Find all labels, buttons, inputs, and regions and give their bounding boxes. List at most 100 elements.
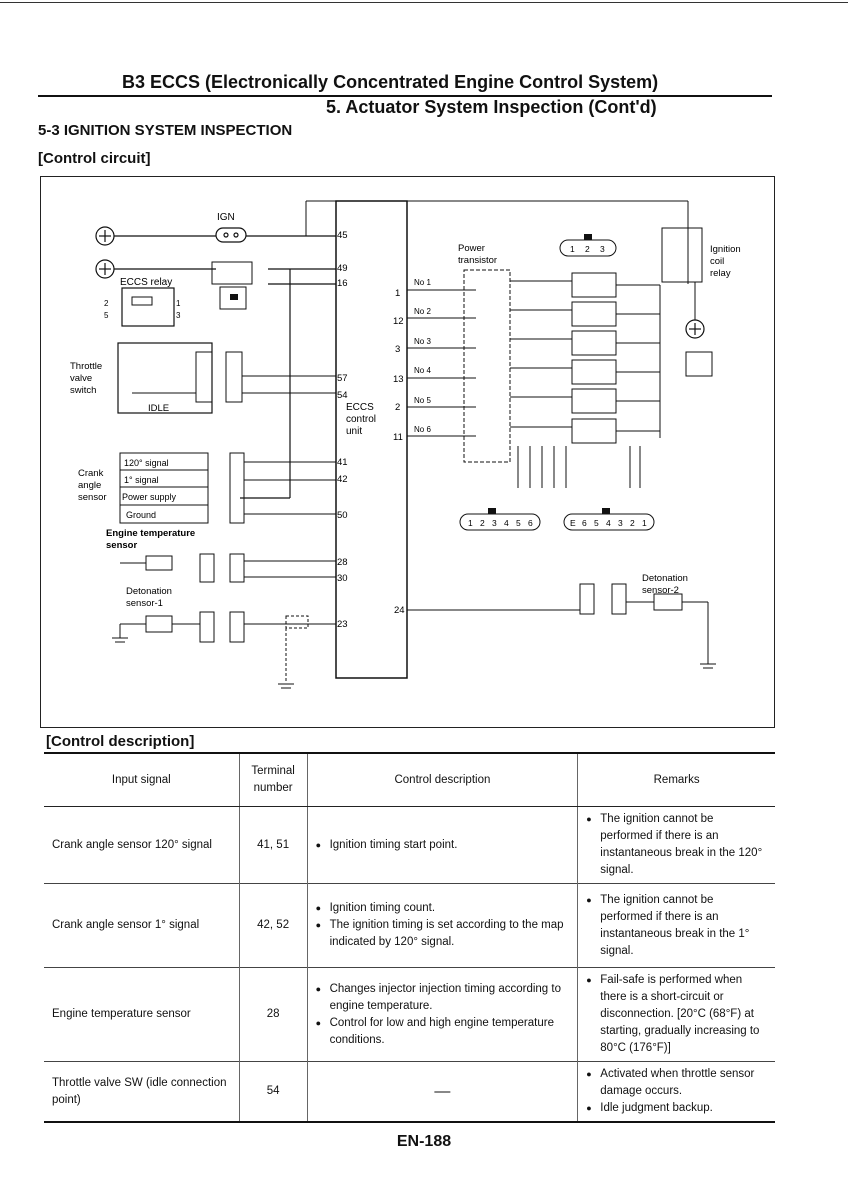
throttle-label-1: Throttle <box>70 361 102 372</box>
input-signal: Crank angle sensor 1° signal <box>52 919 200 931</box>
connector-b: E 6 5 4 3 2 1 <box>570 518 647 528</box>
svg-text:5: 5 <box>516 518 521 528</box>
eccs-unit-label-2: control <box>346 414 376 425</box>
crank-label-1: Crank <box>78 468 104 479</box>
svg-text:3: 3 <box>395 344 400 355</box>
title-rule <box>38 95 772 97</box>
eccs-unit-label-3: unit <box>346 426 362 437</box>
left-terminals: 45 49 16 57 54 41 42 50 28 30 23 <box>337 230 348 630</box>
col-input-signal: Input signal <box>44 753 240 807</box>
col-remarks: Remarks <box>577 753 775 807</box>
svg-text:23: 23 <box>337 619 348 630</box>
det1-label-2: sensor-1 <box>126 598 163 609</box>
table-header-row: Input signal Terminal number Control des… <box>44 753 775 807</box>
svg-text:4: 4 <box>504 518 509 528</box>
control-circuit-heading: [Control circuit] <box>38 150 151 167</box>
control-description-heading: [Control description] <box>46 733 195 750</box>
svg-text:1: 1 <box>395 288 400 299</box>
top-rule <box>0 2 848 3</box>
table-row: Throttle valve SW (idle connection point… <box>44 1061 775 1122</box>
right-terminals: 1 12 3 13 2 11 24 <box>393 288 405 616</box>
coil-names: No 1 No 2 No 3 No 4 No 5 No 6 <box>414 278 431 434</box>
ign-coil-relay-label-3: relay <box>710 268 731 279</box>
control-item: The ignition timing is set according to … <box>316 917 570 951</box>
svg-text:No 4: No 4 <box>414 366 431 375</box>
throttle-label-3: switch <box>70 385 96 396</box>
control-item: Ignition timing count. <box>316 900 570 917</box>
wiring-diagram: ECCS control unit 45 49 16 57 54 41 42 5… <box>40 176 775 728</box>
crank-label-2: angle <box>78 480 101 491</box>
remark-item: The ignition cannot be performed if ther… <box>586 811 767 879</box>
control-item: Ignition timing start point. <box>316 837 570 854</box>
power-transistor-label-1: Power <box>458 243 485 254</box>
eccs-relay-label: ECCS relay <box>120 277 172 288</box>
svg-text:1: 1 <box>176 299 181 308</box>
power-transistor-label-2: transistor <box>458 255 497 266</box>
svg-text:No 2: No 2 <box>414 307 431 316</box>
svg-text:41: 41 <box>337 457 348 468</box>
svg-text:5: 5 <box>104 311 109 320</box>
input-signal: Engine temperature sensor <box>52 1008 191 1020</box>
throttle-label-2: valve <box>70 373 92 384</box>
terminal-number: 28 <box>238 967 308 1062</box>
table-row: Crank angle sensor 120° signal 41, 51 Ig… <box>44 806 775 884</box>
svg-text:11: 11 <box>393 432 403 443</box>
svg-text:3: 3 <box>618 518 623 528</box>
col-terminal-number: Terminal number <box>238 753 308 807</box>
svg-text:16: 16 <box>337 278 348 289</box>
det1-label-1: Detonation <box>126 586 172 597</box>
control-item: Changes injector injection timing accord… <box>316 981 570 1015</box>
idle-label: IDLE <box>148 403 169 414</box>
engine-temp-label-2: sensor <box>106 540 137 551</box>
svg-text:3: 3 <box>600 244 605 254</box>
svg-text:No 3: No 3 <box>414 337 431 346</box>
connector-a: 1 2 3 4 5 6 <box>468 518 533 528</box>
svg-text:28: 28 <box>337 557 348 568</box>
input-signal: Crank angle sensor 120° signal <box>52 838 212 851</box>
svg-text:6: 6 <box>528 518 533 528</box>
svg-text:2: 2 <box>395 402 400 413</box>
svg-text:42: 42 <box>337 474 348 485</box>
svg-text:57: 57 <box>337 373 348 384</box>
svg-text:13: 13 <box>393 374 404 385</box>
remark-item: Idle judgment backup. <box>586 1100 767 1117</box>
crank-row-1: 120° signal <box>124 458 169 468</box>
ign-label: IGN <box>217 212 235 223</box>
svg-text:30: 30 <box>337 573 348 584</box>
eccs-unit-label-1: ECCS <box>346 402 374 413</box>
page-subtitle: 5. Actuator System Inspection (Cont'd) <box>326 97 657 117</box>
input-signal: Throttle valve SW (idle connection point… <box>52 1076 227 1106</box>
det2-label-1: Detonation <box>642 573 688 584</box>
remark-item: Activated when throttle sensor damage oc… <box>586 1066 767 1100</box>
terminal-number: 54 <box>238 1061 308 1122</box>
control-dash: — <box>307 1061 579 1122</box>
page-number: EN-188 <box>396 1133 452 1150</box>
engine-temp-label-1: Engine temperature <box>106 528 195 539</box>
connector-c: 1 2 3 <box>570 244 605 254</box>
page-title: B3 ECCS (Electronically Concentrated Eng… <box>122 72 659 92</box>
svg-text:E: E <box>570 518 576 528</box>
svg-text:12: 12 <box>393 316 404 327</box>
svg-text:2: 2 <box>480 518 485 528</box>
crank-row-3: Power supply <box>122 492 177 502</box>
svg-text:3: 3 <box>176 311 181 320</box>
terminal-number: 42, 52 <box>238 883 308 968</box>
svg-text:1: 1 <box>642 518 647 528</box>
control-description-table: Input signal Terminal number Control des… <box>44 752 775 1123</box>
svg-text:2: 2 <box>585 244 590 254</box>
svg-text:1: 1 <box>570 244 575 254</box>
svg-text:2: 2 <box>104 299 109 308</box>
svg-text:54: 54 <box>337 390 348 401</box>
remark-item: The ignition cannot be performed if ther… <box>586 892 767 960</box>
svg-text:No 1: No 1 <box>414 278 431 287</box>
svg-text:No 6: No 6 <box>414 425 431 434</box>
svg-text:49: 49 <box>337 263 348 274</box>
det2-label-2: sensor-2 <box>642 585 679 596</box>
svg-text:5: 5 <box>594 518 599 528</box>
svg-text:2: 2 <box>630 518 635 528</box>
svg-text:3: 3 <box>492 518 497 528</box>
svg-text:50: 50 <box>337 510 348 521</box>
section-heading: 5-3 IGNITION SYSTEM INSPECTION <box>38 122 293 139</box>
crank-row-4: Ground <box>126 510 156 520</box>
ign-coil-relay-label-1: Ignition <box>710 244 741 255</box>
